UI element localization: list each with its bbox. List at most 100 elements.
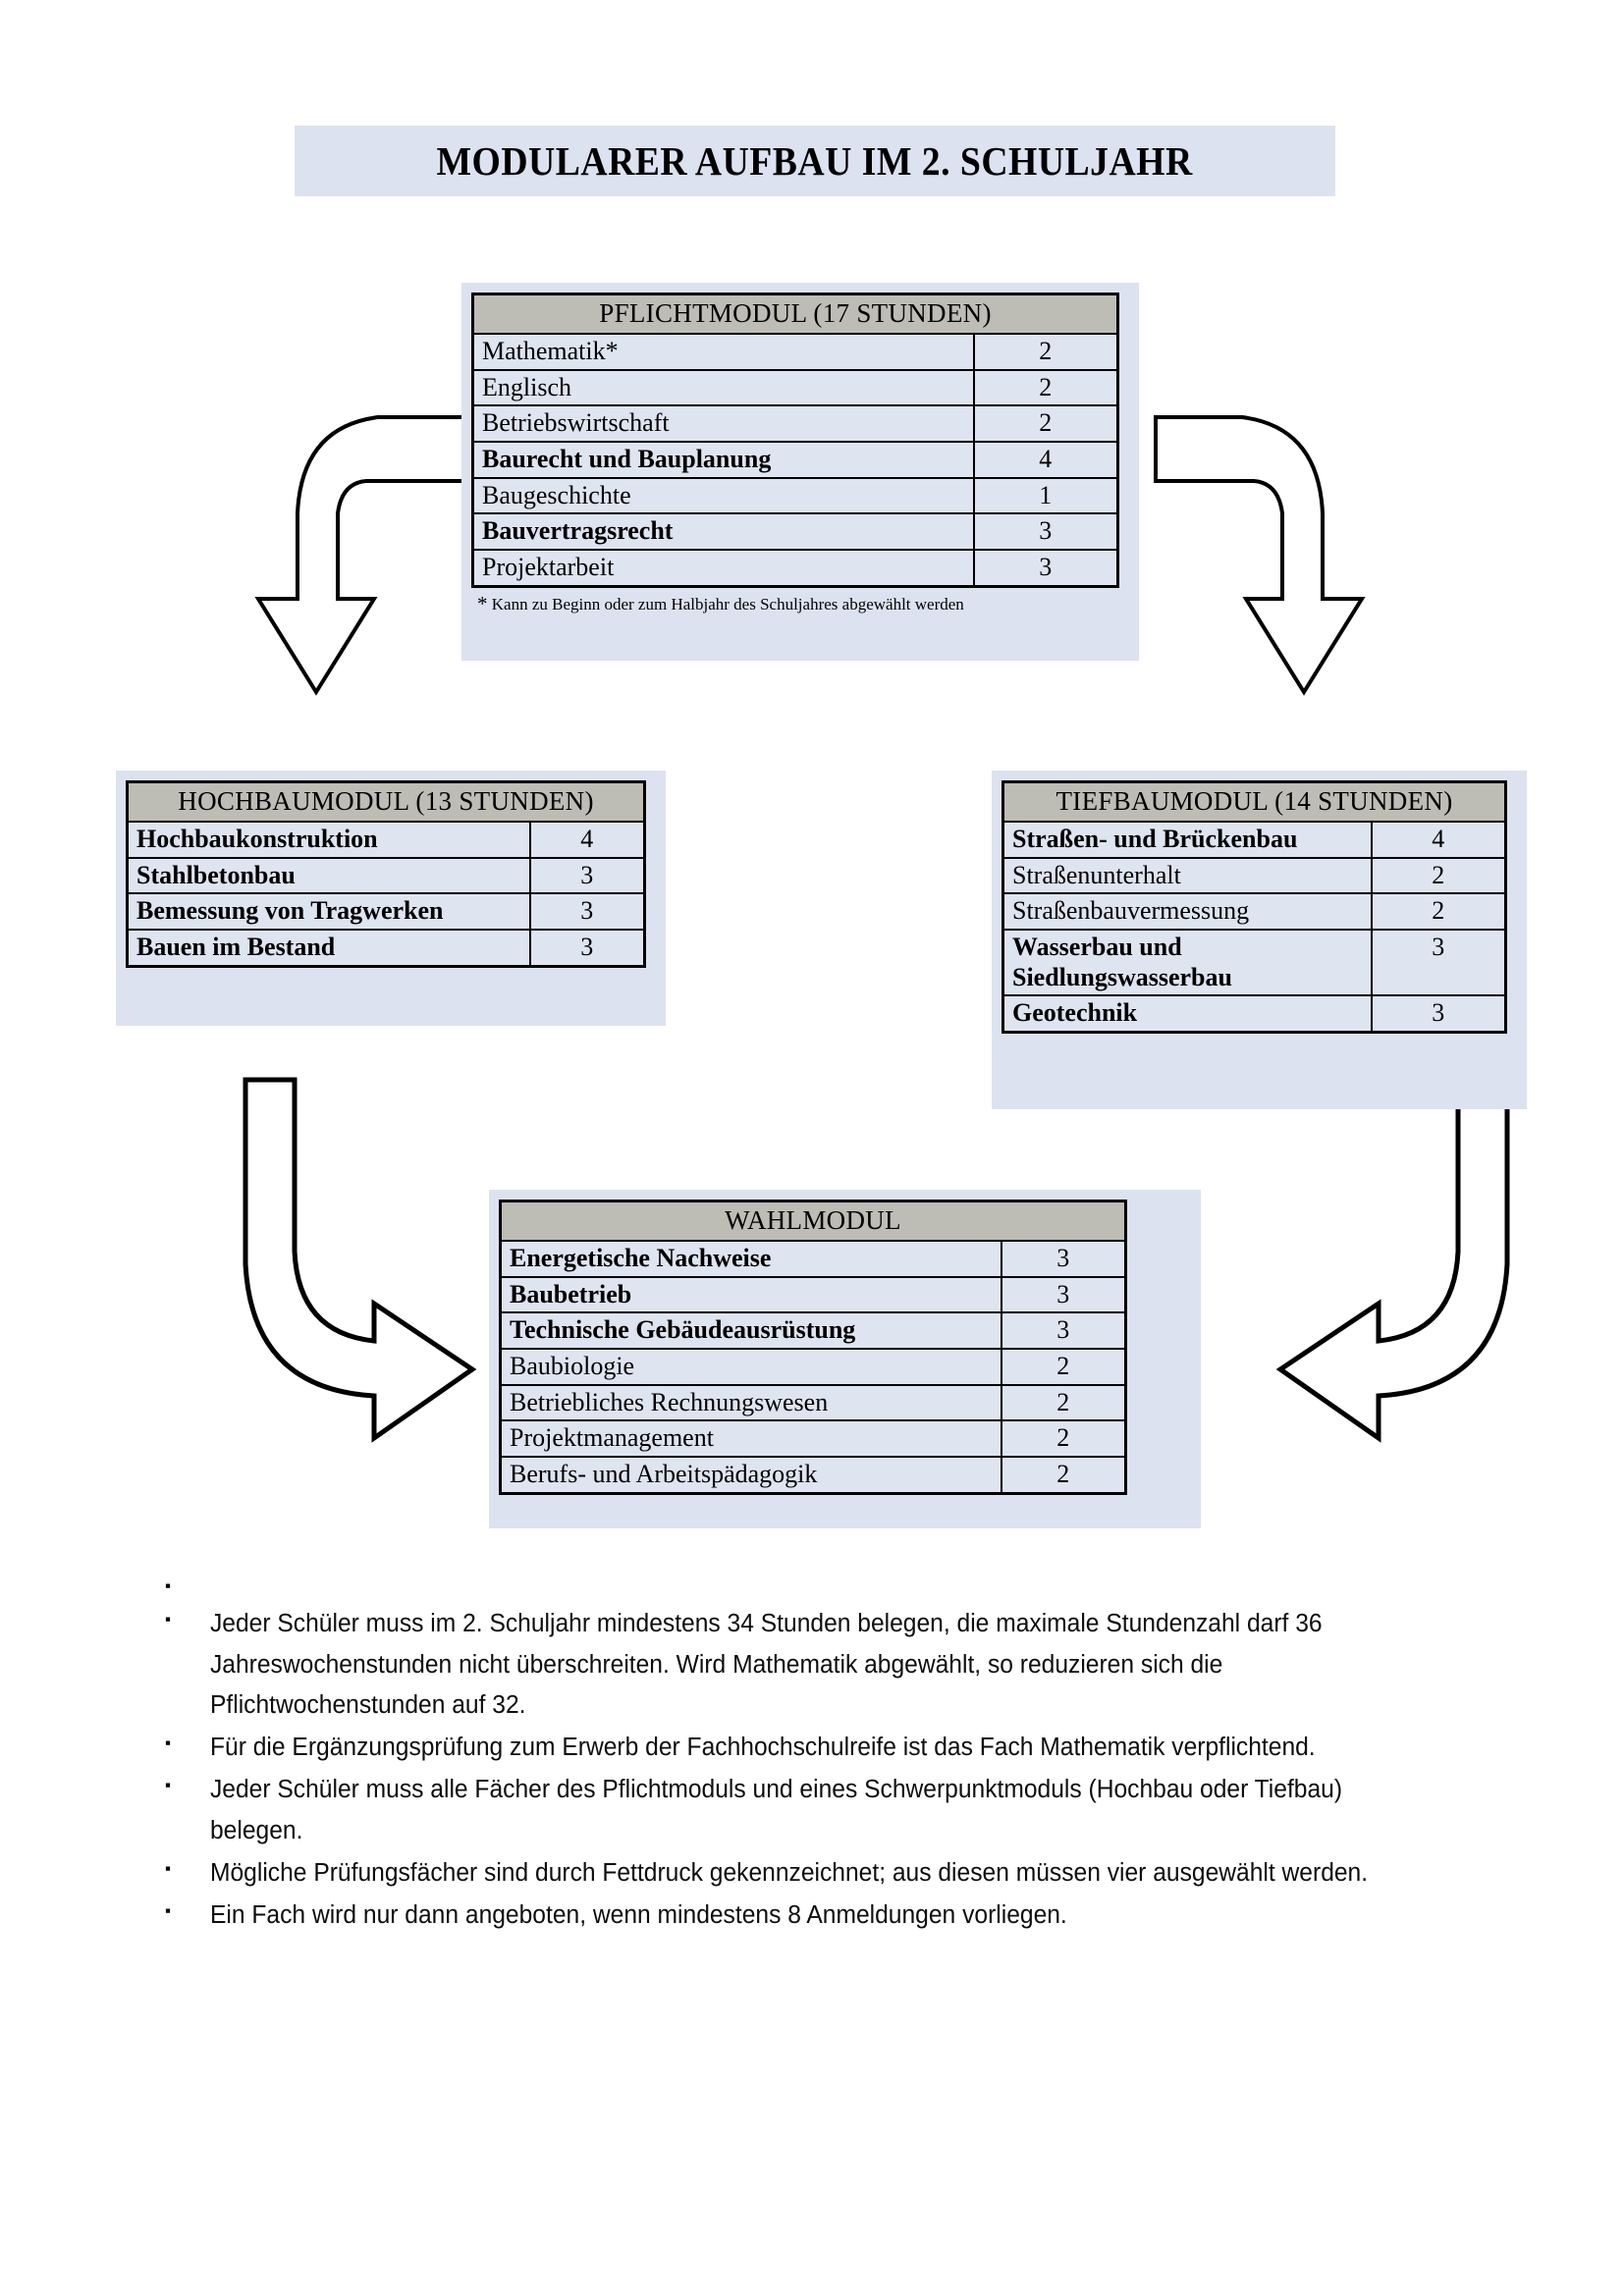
hours-cell: 2 (972, 332, 1119, 371)
notes-list: ▪ ▪ Jeder Schüler muss im 2. Schuljahr m… (165, 1571, 1471, 1939)
arrow-pflicht-to-hochbau (254, 415, 466, 696)
hours-cell: 3 (528, 892, 646, 931)
list-item-text: Für die Ergänzungsprüfung zum Erwerb der… (210, 1734, 1316, 1762)
table-row: Stahlbetonbau 3 (126, 856, 646, 895)
subject-cell: Energetische Nachweise (499, 1239, 1002, 1278)
hours-cell: 2 (1000, 1383, 1127, 1422)
hours-cell: 4 (1370, 820, 1507, 859)
hours-cell: 2 (1000, 1347, 1127, 1386)
table-row: Straßenbauvermessung 2 (1001, 892, 1507, 931)
wahlmodul-header: WAHLMODUL (499, 1200, 1127, 1242)
list-item: ▪ Für die Ergänzungsprüfung zum Erwerb d… (165, 1728, 1471, 1768)
bullet-icon: ▪ (165, 1610, 172, 1629)
hours-cell: 2 (972, 368, 1119, 407)
list-item: ▪ Ein Fach wird nur dann angeboten, wenn… (165, 1896, 1471, 1936)
module-card-hochbau: HOCHBAUMODUL (13 STUNDEN) Hochbaukonstru… (116, 771, 666, 1026)
hours-cell: 3 (972, 512, 1119, 551)
footnote-text: Kann zu Beginn oder zum Halbjahr des Sch… (491, 594, 964, 614)
table-row: Technische Gebäudeausrüstung 3 (499, 1311, 1127, 1350)
subject-cell: Mathematik* (471, 332, 975, 371)
list-item-text: Ein Fach wird nur dann angeboten, wenn m… (210, 1901, 1067, 1930)
subject-cell: Baurecht und Bauplanung (471, 440, 975, 479)
subject-cell: Bauen im Bestand (126, 928, 531, 968)
subject-cell: Betriebliches Rechnungswesen (499, 1383, 1002, 1422)
subject-cell: Bauvertragsrecht (471, 512, 975, 551)
subject-cell: Bemessung von Tragwerken (126, 892, 531, 931)
hours-cell: 2 (1370, 892, 1507, 931)
bullet-icon: ▪ (165, 1776, 172, 1795)
table-row: Geotechnik 3 (1001, 994, 1507, 1034)
subject-cell: Hochbaukonstruktion (126, 820, 531, 859)
arrow-hochbau-to-wahl (243, 1077, 477, 1443)
hours-cell: 4 (972, 440, 1119, 479)
list-item-text: Jeder Schüler muss alle Fächer des Pflic… (210, 1776, 1343, 1844)
table-row: Wasserbau und Siedlungswasserbau 3 (1001, 928, 1507, 997)
bullet-icon: ▪ (165, 1576, 172, 1595)
page-title-band: MODULARER AUFBAU IM 2. SCHULJAHR (295, 126, 1335, 196)
table-header-row: WAHLMODUL (499, 1200, 1127, 1242)
hours-cell: 2 (1000, 1455, 1127, 1495)
subject-cell: Betriebswirtschaft (471, 404, 975, 443)
subject-cell: Baubetrieb (499, 1275, 1002, 1314)
list-item: ▪ Mögliche Prüfungsfächer sind durch Fet… (165, 1853, 1471, 1894)
arrow-tiefbau-to-wahl (1275, 1077, 1510, 1443)
page-title: MODULARER AUFBAU IM 2. SCHULJAHR (436, 138, 1194, 184)
module-card-pflicht: PFLICHTMODUL (17 STUNDEN) Mathematik* 2 … (461, 283, 1139, 661)
table-row: Englisch 2 (471, 368, 1119, 407)
table-row: Bauen im Bestand 3 (126, 928, 646, 968)
subject-cell: Geotechnik (1001, 994, 1373, 1034)
table-row: Bemessung von Tragwerken 3 (126, 892, 646, 931)
hours-cell: 2 (1000, 1419, 1127, 1458)
table-row: Projektarbeit 3 (471, 548, 1119, 588)
subject-cell: Straßenunterhalt (1001, 856, 1373, 895)
tiefbaumodul-table: TIEFBAUMODUL (14 STUNDEN) Straßen- und B… (1001, 780, 1508, 1034)
list-item: ▪ Jeder Schüler muss im 2. Schuljahr min… (165, 1604, 1471, 1726)
pflichtmodul-header: PFLICHTMODUL (17 STUNDEN) (471, 293, 1119, 335)
table-row: Baurecht und Bauplanung 4 (471, 440, 1119, 479)
hours-cell: 3 (972, 548, 1119, 588)
table-row: Baubiologie 2 (499, 1347, 1127, 1386)
table-row: Bauvertragsrecht 3 (471, 512, 1119, 551)
table-row: Straßenunterhalt 2 (1001, 856, 1507, 895)
list-item: ▪ (165, 1571, 1471, 1602)
table-row: Baugeschichte 1 (471, 476, 1119, 515)
table-row: Energetische Nachweise 3 (499, 1239, 1127, 1278)
bullet-icon: ▪ (165, 1901, 172, 1921)
subject-cell: Stahlbetonbau (126, 856, 531, 895)
bullet-icon: ▪ (165, 1859, 172, 1879)
table-row: Mathematik* 2 (471, 332, 1119, 371)
pflichtmodul-footnote: * Kann zu Beginn oder zum Halbjahr des S… (471, 588, 1139, 616)
list-item-text: Mögliche Prüfungsfächer sind durch Fettd… (210, 1859, 1369, 1888)
table-row: Berufs- und Arbeitspädagogik 2 (499, 1455, 1127, 1495)
footnote-marker: * (477, 591, 488, 615)
subject-cell: Technische Gebäudeausrüstung (499, 1311, 1002, 1350)
hochbaumodul-table: HOCHBAUMODUL (13 STUNDEN) Hochbaukonstru… (126, 780, 647, 968)
bullet-icon: ▪ (165, 1734, 172, 1753)
arrow-pflicht-to-tiefbau (1154, 415, 1366, 696)
subject-cell: Projektarbeit (471, 548, 975, 588)
subject-cell: Straßen- und Brückenbau (1001, 820, 1373, 859)
table-row: Projektmanagement 2 (499, 1419, 1127, 1458)
table-row: Betriebswirtschaft 2 (471, 404, 1119, 443)
table-header-row: TIEFBAUMODUL (14 STUNDEN) (1001, 780, 1507, 823)
subject-cell: Baugeschichte (471, 476, 975, 515)
wahlmodul-table: WAHLMODUL Energetische Nachweise 3 Baube… (499, 1200, 1127, 1495)
hours-cell: 3 (1000, 1239, 1127, 1278)
subject-cell: Baubiologie (499, 1347, 1002, 1386)
pflichtmodul-table: PFLICHTMODUL (17 STUNDEN) Mathematik* 2 … (471, 293, 1119, 588)
table-row: Baubetrieb 3 (499, 1275, 1127, 1314)
module-card-wahl: WAHLMODUL Energetische Nachweise 3 Baube… (489, 1190, 1201, 1528)
list-item-text (210, 1571, 1427, 1576)
table-header-row: HOCHBAUMODUL (13 STUNDEN) (126, 780, 646, 823)
subject-cell: Wasserbau und Siedlungswasserbau (1001, 928, 1373, 997)
hours-cell: 1 (972, 476, 1119, 515)
hours-cell: 4 (528, 820, 646, 859)
hours-cell: 3 (528, 928, 646, 968)
table-header-row: PFLICHTMODUL (17 STUNDEN) (471, 293, 1119, 335)
table-row: Betriebliches Rechnungswesen 2 (499, 1383, 1127, 1422)
subject-cell: Englisch (471, 368, 975, 407)
subject-cell: Berufs- und Arbeitspädagogik (499, 1455, 1002, 1495)
list-item: ▪ Jeder Schüler muss alle Fächer des Pfl… (165, 1770, 1471, 1851)
module-card-tiefbau: TIEFBAUMODUL (14 STUNDEN) Straßen- und B… (992, 771, 1527, 1109)
hours-cell: 3 (1370, 994, 1507, 1034)
